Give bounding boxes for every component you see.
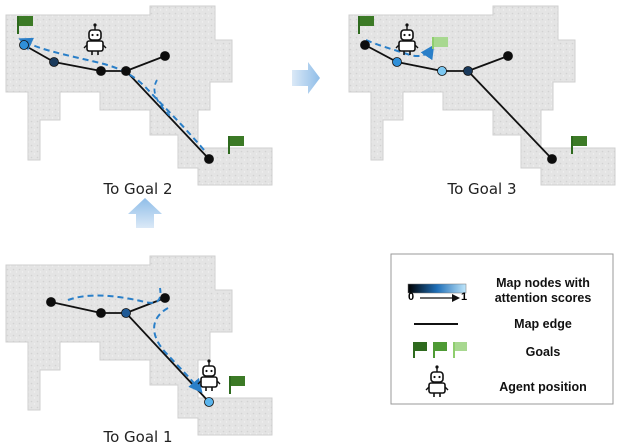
caption-goal2: To Goal 2 [103, 180, 173, 198]
scale-min-label: 0 [408, 291, 415, 303]
agent-path [67, 287, 162, 304]
caption-goal1: To Goal 1 [103, 428, 173, 446]
map-node [96, 308, 106, 318]
map-nodes [46, 293, 214, 407]
map-edge [467, 55, 509, 72]
legend-edge-label: Map edge [514, 317, 572, 331]
robot-icon [197, 358, 221, 392]
flag-icon [228, 136, 244, 154]
map-node [19, 40, 29, 50]
caption-goal3: To Goal 3 [447, 180, 517, 198]
map-edge [125, 55, 166, 72]
map-node [160, 51, 170, 61]
map-nodes [360, 40, 557, 164]
map-node [360, 40, 370, 50]
map-node [503, 51, 513, 61]
map-edge [467, 70, 553, 160]
map-edge [50, 301, 102, 314]
legend-goals-label: Goals [525, 345, 561, 359]
agent-path [153, 307, 203, 394]
flag-icon [453, 342, 467, 358]
panel-goal2 [5, 5, 273, 186]
map-floorplan [348, 5, 616, 186]
flag-icon [433, 342, 447, 358]
agent-path [365, 39, 435, 61]
flag-icon [571, 136, 587, 154]
legend-box [390, 253, 614, 405]
scale-max-label: 1 [461, 291, 468, 303]
legend-nodes-label: Map nodes with attention scores [478, 276, 608, 306]
flag-icon [229, 376, 245, 394]
legend-nodes-line2: attention scores [494, 291, 592, 305]
map-node [547, 154, 557, 164]
map-node [46, 297, 56, 307]
flag-icon [432, 37, 448, 49]
map-node [49, 57, 59, 67]
flag-icon [358, 16, 374, 34]
map-floorplan [5, 5, 273, 186]
map-node [204, 154, 214, 164]
map-edge [53, 61, 102, 72]
panel-goal1 [5, 255, 273, 436]
panel-goal3 [348, 5, 616, 186]
flag-icon [17, 16, 33, 34]
map-node [96, 66, 106, 76]
legend [390, 253, 614, 405]
map-node [463, 66, 473, 76]
map-node [121, 66, 131, 76]
map-edge [396, 61, 443, 72]
map-floorplan [5, 255, 273, 436]
map-nodes [19, 40, 214, 164]
agent-path-branch [153, 79, 173, 119]
map-node [121, 308, 131, 318]
attention-colorbar [407, 283, 467, 294]
arrow-icon [292, 62, 320, 94]
map-edge [364, 44, 398, 63]
map-node [437, 66, 447, 76]
legend-agent-label: Agent position [499, 380, 587, 394]
map-node [392, 57, 402, 67]
map-edge [125, 70, 210, 160]
arrow-icon [128, 198, 162, 228]
flag-icon [413, 342, 427, 358]
scale-arrowhead [452, 294, 460, 302]
map-node [160, 293, 170, 303]
legend-nodes-line1: Map nodes with [496, 276, 590, 290]
map-node [204, 397, 214, 407]
